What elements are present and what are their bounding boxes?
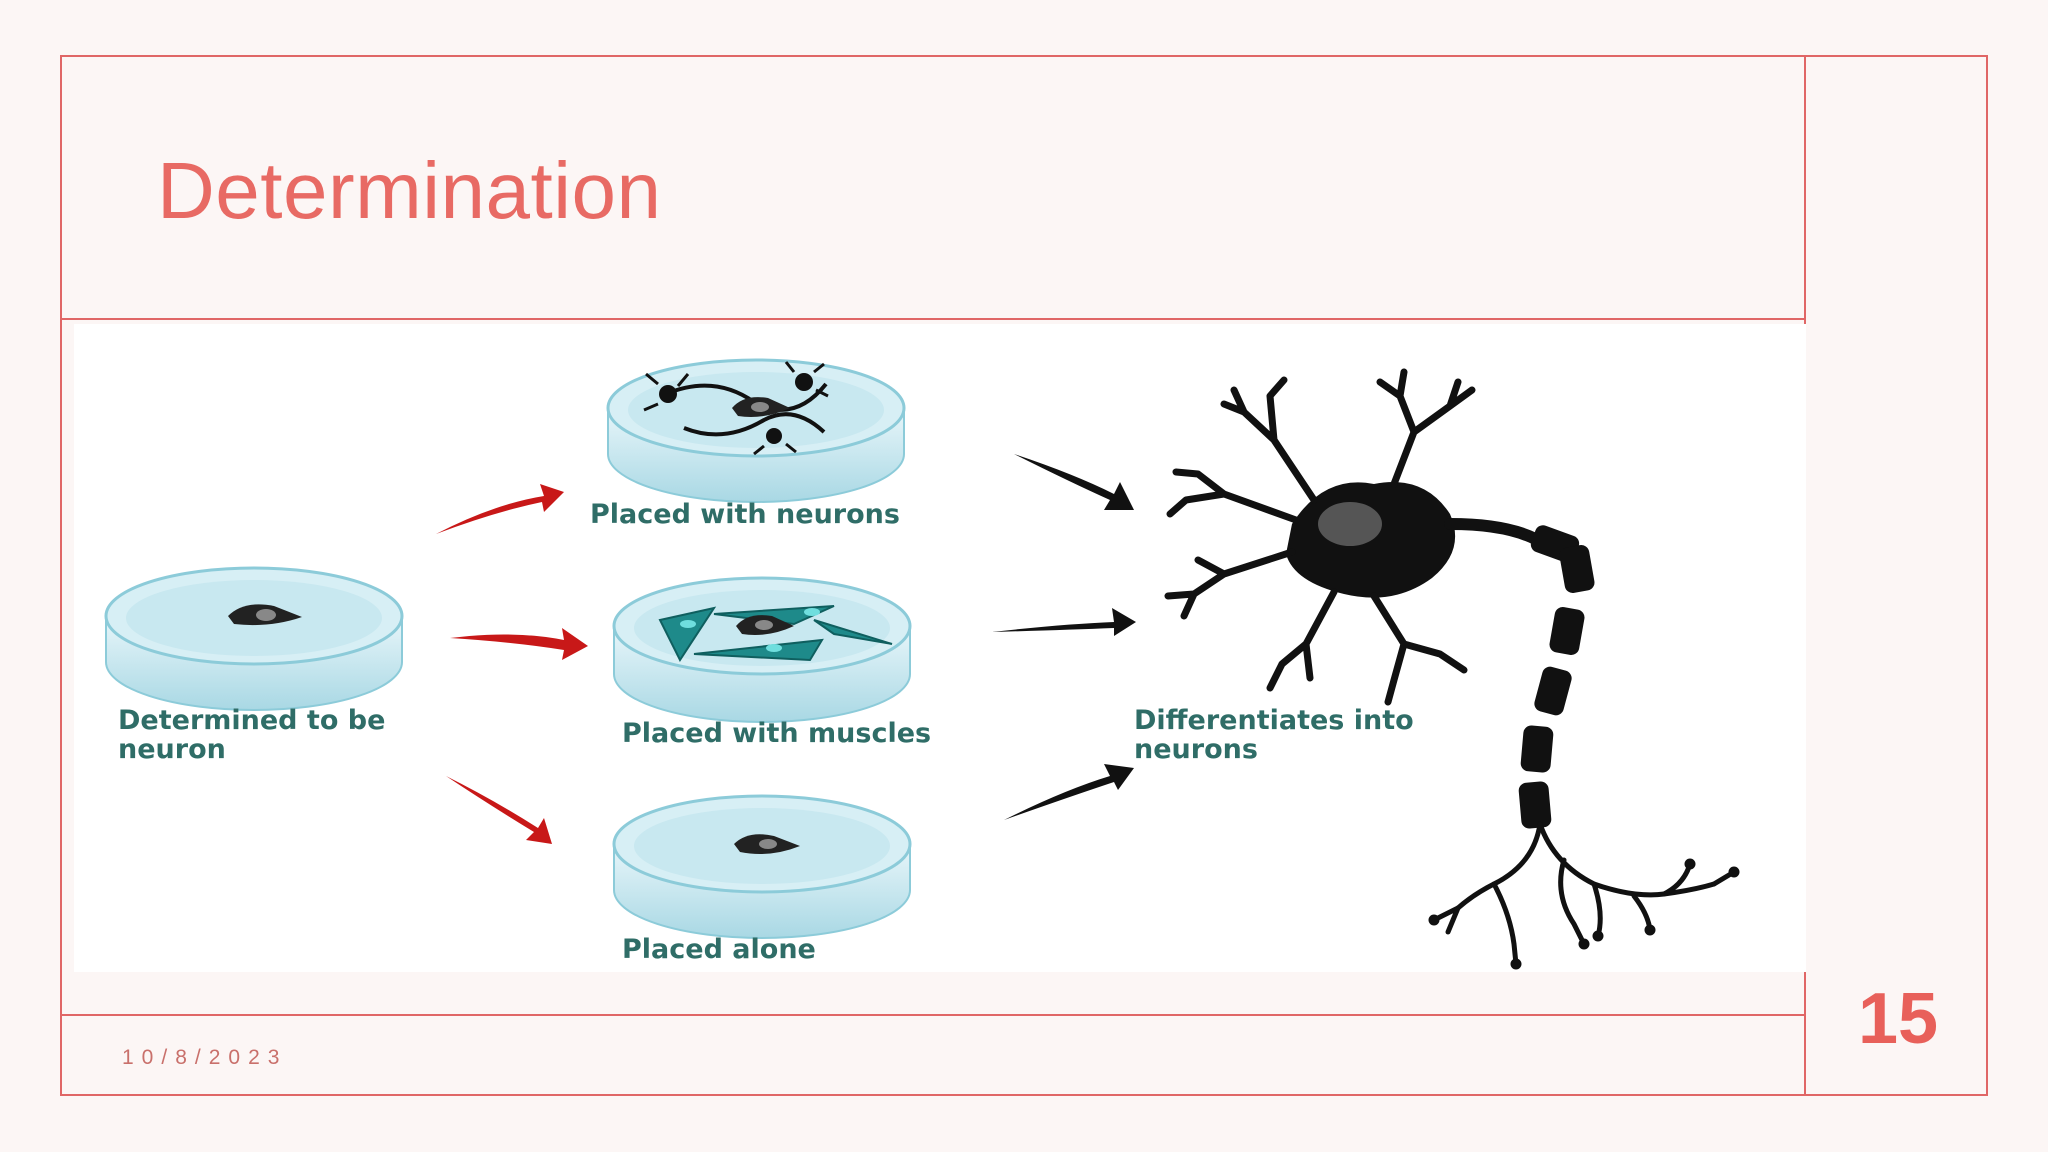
black-arrow-top bbox=[1014, 454, 1134, 510]
page-number: 15 bbox=[1858, 979, 1939, 1059]
result-label-line2: neurons bbox=[1134, 734, 1258, 765]
footer-divider bbox=[60, 1014, 1806, 1016]
result-label-line1: Differentiates into bbox=[1134, 705, 1414, 736]
petri-dish-alone bbox=[612, 794, 912, 939]
dish-top-label: Placed with neurons bbox=[590, 499, 900, 530]
start-label-line1: Determined to be bbox=[118, 705, 385, 736]
red-arrow-middle bbox=[450, 628, 588, 660]
diagram-canvas: Determined to be neuron Placed with neur… bbox=[104, 358, 1740, 970]
frame-bottom bbox=[60, 1094, 1988, 1096]
red-arrow-up bbox=[436, 484, 564, 534]
frame-top bbox=[60, 55, 1988, 57]
slide-title: Determination bbox=[157, 146, 662, 235]
dish-bottom-label: Placed alone bbox=[622, 934, 816, 965]
determination-diagram: Determined to be neuron Placed with neur… bbox=[74, 324, 1806, 972]
start-label-line2: neuron bbox=[118, 734, 226, 765]
petri-dish-muscles bbox=[612, 576, 912, 723]
petri-dish-start bbox=[104, 566, 404, 711]
black-arrow-bottom bbox=[1004, 764, 1134, 820]
neuron-illustration bbox=[1164, 368, 1740, 970]
dish-middle-label: Placed with muscles bbox=[622, 718, 931, 749]
frame-right bbox=[1986, 55, 1988, 1096]
slide-date: 10/8/2023 bbox=[122, 1046, 288, 1069]
petri-dish-neurons bbox=[606, 358, 906, 503]
frame-left bbox=[60, 55, 62, 1096]
red-arrow-down bbox=[446, 776, 552, 844]
black-arrow-middle bbox=[992, 608, 1136, 636]
title-divider bbox=[60, 318, 1806, 320]
